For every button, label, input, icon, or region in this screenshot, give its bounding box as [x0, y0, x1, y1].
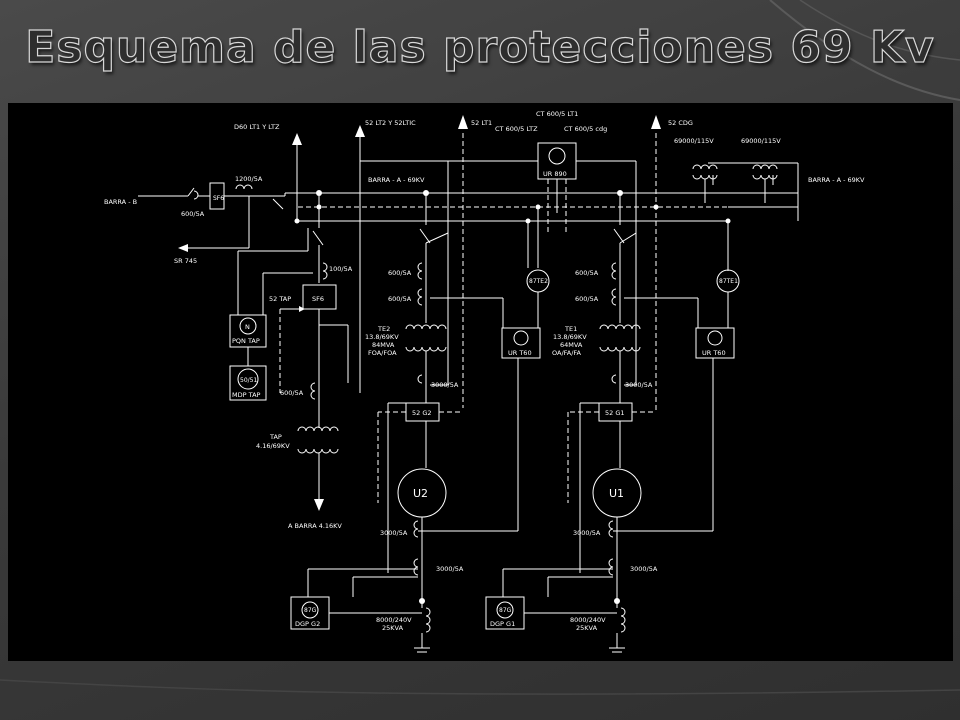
- label-te2-87: 87TE2: [529, 278, 548, 285]
- label-ct-ur890-a: CT 600/5 LT1: [536, 110, 578, 118]
- label-g2-87g: 87G: [304, 607, 317, 614]
- label-g1-gt-kva: 25KVA: [576, 624, 598, 632]
- pqn-tap-relay: N PQN TAP: [229, 314, 267, 348]
- slide-title: Esquema de las protecciones 69 Kv: [25, 21, 935, 73]
- arrow-52cdg: 52 CDG: [651, 115, 693, 413]
- label-te1-ratio: 13.8/69KV: [553, 333, 587, 341]
- label-ct-3000-u2b: 3000/5A: [436, 565, 464, 573]
- label-tap-52: 52 TAP: [269, 295, 291, 303]
- te1-u1-branch: 600/5A 600/5A TE1 13.8/69KV 64MVA OA/FA/…: [502, 161, 714, 653]
- label-ct-3000-u1b: 3000/5A: [630, 565, 658, 573]
- label-ur890: UR 890: [543, 170, 567, 178]
- label-52cdg: 52 CDG: [668, 119, 693, 127]
- te2-u2-branch: 600/5A 600/5A TE2 13.8/69KV 84MVA FOA/FO…: [307, 161, 519, 653]
- label-mdp-5051: 50/51: [240, 377, 257, 384]
- label-te1-ct-b: 600/5A: [575, 295, 599, 303]
- label-sf6-left: SF6: [213, 195, 224, 202]
- label-ur-t60-left: UR T60: [508, 349, 532, 357]
- label-u2: U2: [413, 487, 428, 500]
- label-ur-t60-right: UR T60: [702, 349, 726, 357]
- label-barra-a-left: BARRA - A - 69KV: [368, 176, 425, 184]
- 87te2-relay: 87TE2: [526, 207, 550, 328]
- protection-scheme-diagram: D60 LT1 Y LTZ 52 LT2 Y 52LTIC 52 LT1 52 …: [8, 103, 953, 661]
- label-vt-left: 69000/115V: [674, 137, 714, 145]
- label-te2-name: TE2: [377, 325, 390, 333]
- label-tap-name: TAP: [269, 433, 282, 441]
- protection-scheme-svg: D60 LT1 Y LTZ 52 LT2 Y 52LTIC 52 LT1 52 …: [104, 110, 865, 653]
- label-te1-name: TE1: [564, 325, 577, 333]
- label-g2-gt-ratio: 8000/240V: [376, 616, 412, 624]
- label-te2-cool: FOA/FOA: [368, 349, 397, 357]
- label-te2-ratio: 13.8/69KV: [365, 333, 399, 341]
- label-u1: U1: [609, 487, 624, 500]
- label-te2-ct-b: 600/5A: [388, 295, 412, 303]
- label-te1-ct-a: 600/5A: [575, 269, 599, 277]
- label-ct-600-tap: 600/5A: [280, 389, 304, 397]
- label-mdp-tap: MDP TAP: [232, 391, 261, 399]
- voltage-transformer-left: 69000/115V: [674, 137, 718, 203]
- label-barra-b: BARRA - B: [104, 198, 137, 206]
- label-tap-ratio: 4.16/69KV: [256, 442, 290, 450]
- label-ct-3000-u2a: 3000/5A: [380, 529, 408, 537]
- label-dgp-g2: DGP G2: [295, 620, 320, 628]
- ur-t60-right-relay: UR T60: [695, 327, 735, 359]
- label-pqn-n: N: [245, 323, 250, 331]
- label-g2-breaker: 52 G2: [412, 409, 432, 417]
- mdp-tap-relay: 50/51 MDP TAP: [229, 347, 267, 401]
- label-te1-cool: OA/FA/FA: [552, 349, 582, 357]
- label-ct-3000-u1a: 3000/5A: [573, 529, 601, 537]
- label-sf6-mid: SF6: [312, 295, 324, 303]
- tap-branch: 100/5A SF6 52 TAP 600/5A TAP 4.16/69KV A…: [237, 193, 353, 530]
- label-ct-600-left: 600/5A: [181, 210, 205, 218]
- label-ct-1200: 1200/5A: [235, 175, 263, 183]
- dgp-g1-relay: 87G DGP G1: [485, 596, 617, 630]
- label-ct-ur890-b: CT 600/5 LTZ: [495, 125, 538, 133]
- label-vt-right: 69000/115V: [741, 137, 781, 145]
- label-sr745: SR 745: [174, 257, 197, 265]
- dgp-g2-relay: 87G DGP G2: [290, 596, 422, 630]
- arrow-52lt1: 52 LT1: [458, 115, 492, 408]
- label-a-barra: A BARRA 4.16KV: [288, 522, 342, 530]
- label-dgp-g1: DGP G1: [490, 620, 515, 628]
- label-te1-87: 87TE1: [719, 278, 738, 285]
- arrow-d60: D60 LT1 Y LTZ: [234, 123, 302, 223]
- label-ct-3000-g1: 3000/5A: [625, 381, 653, 389]
- arrow-52lt2: 52 LT2 Y 52LTIC: [355, 119, 416, 393]
- label-te2-mva: 84MVA: [372, 341, 395, 349]
- label-barra-a-right: BARRA - A - 69KV: [808, 176, 865, 184]
- voltage-transformer-right: 69000/115V: [741, 137, 781, 203]
- label-g1-breaker: 52 G1: [605, 409, 625, 417]
- ur890-relay: UR 890 CT 600/5 LT1 CT 600/5 LTZ CT 600/…: [360, 110, 636, 233]
- label-ct-100: 100/5A: [329, 265, 353, 273]
- label-52lt1: 52 LT1: [471, 119, 492, 127]
- label-ct-ur890-c: CT 600/5 cdg: [564, 125, 607, 133]
- label-g2-gt-kva: 25KVA: [382, 624, 404, 632]
- ur-t60-left-relay: UR T60: [501, 327, 541, 359]
- 87te1-relay: 87TE1: [716, 268, 740, 328]
- barra-b-section: BARRA - B 600/5A SF6 1200/5A SR 745: [104, 175, 286, 265]
- label-pqn-tap: PQN TAP: [232, 337, 260, 345]
- label-te2-ct-a: 600/5A: [388, 269, 412, 277]
- label-g1-87g: 87G: [499, 607, 512, 614]
- label-g1-gt-ratio: 8000/240V: [570, 616, 606, 624]
- label-te1-mva: 64MVA: [560, 341, 583, 349]
- label-52lt2: 52 LT2 Y 52LTIC: [365, 119, 416, 127]
- label-d60: D60 LT1 Y LTZ: [234, 123, 280, 131]
